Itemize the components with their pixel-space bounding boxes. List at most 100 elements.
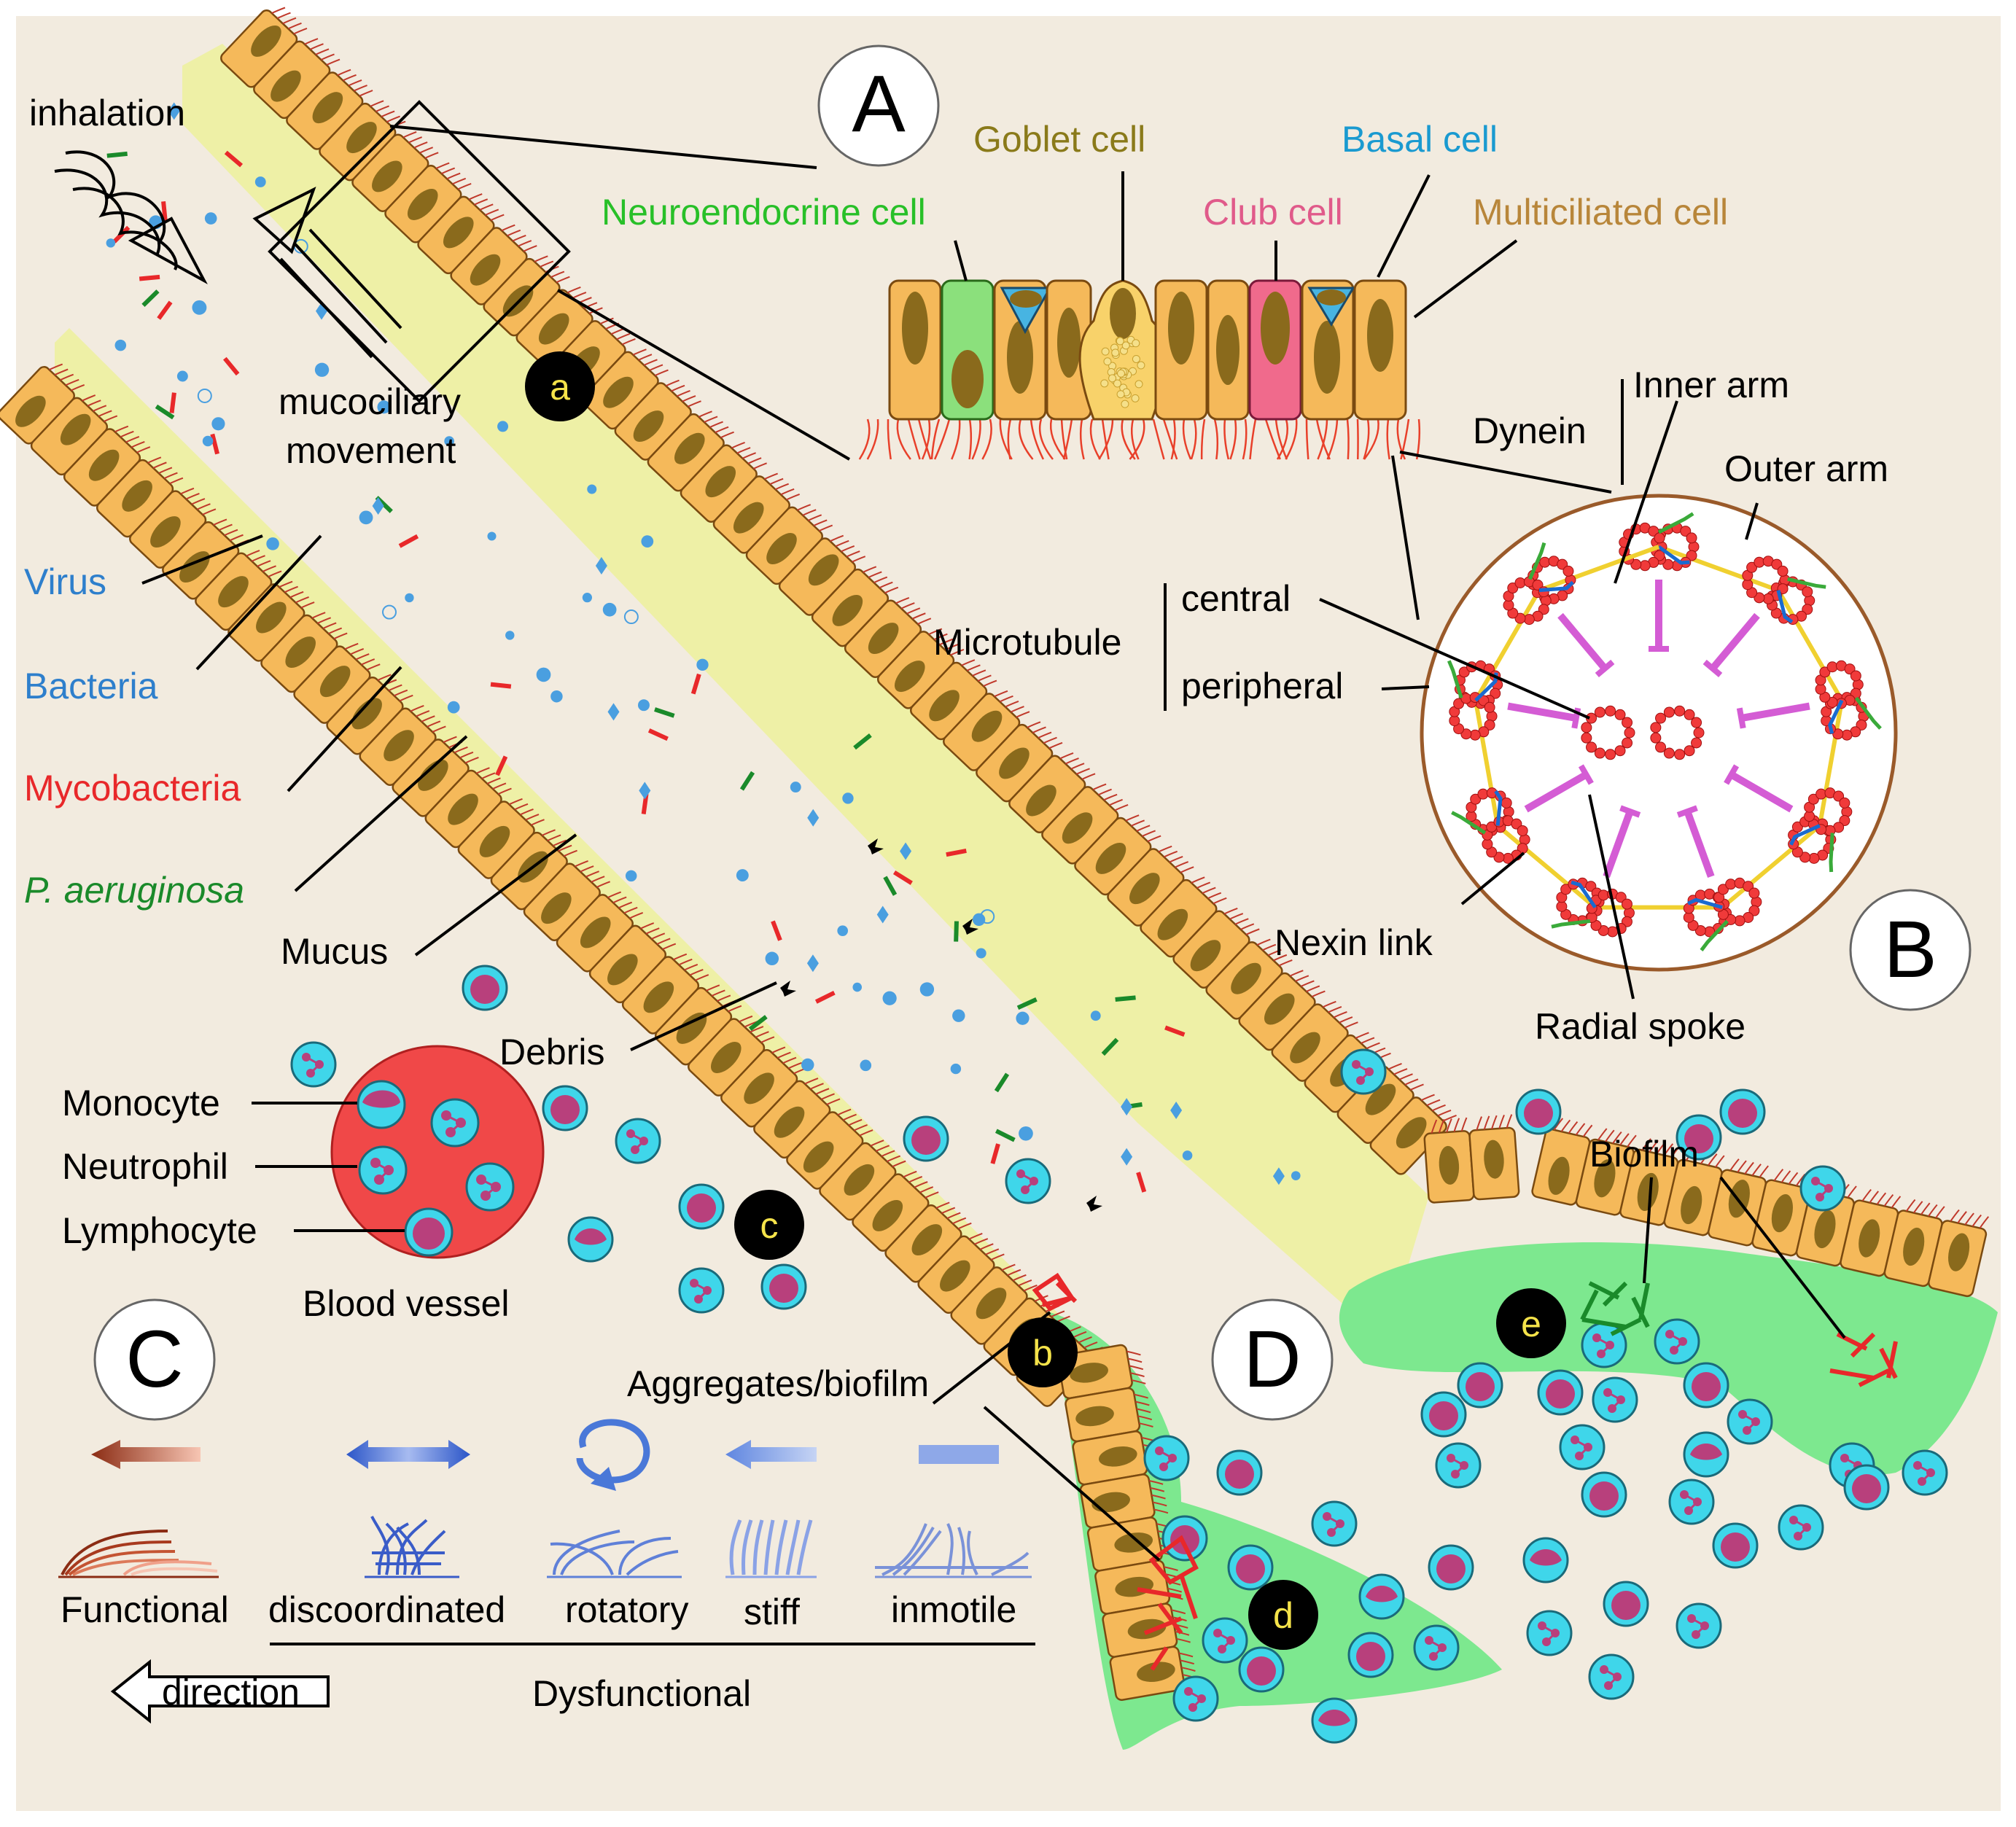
mycobacteria-icon: [771, 920, 782, 941]
epithelial-cell: [1072, 1430, 1161, 1486]
bacteria-icon: [842, 792, 854, 804]
lymphocyte-cell: [1676, 1114, 1722, 1161]
bacteria-icon: [444, 436, 454, 446]
label-p-aeruginosa: P. aeruginosa: [24, 870, 244, 911]
virus-icon: [595, 557, 607, 575]
bacteria-icon: [266, 537, 279, 550]
neutrophil-cell: [1778, 1504, 1824, 1551]
discoordinated-arrow-icon: [346, 1440, 470, 1469]
p-aeruginosa-icon: [155, 404, 175, 420]
virus-icon: [607, 703, 620, 721]
debris-icon: [962, 919, 978, 935]
label-neutrophil: Neutrophil: [62, 1146, 228, 1187]
epithelial-cell: [260, 612, 348, 693]
bacteria-icon: [860, 1059, 872, 1072]
label-monocyte: Monocyte: [62, 1083, 220, 1123]
epithelium-upper-wall: [220, 7, 1990, 1298]
virus-icon: [623, 609, 639, 625]
mycobacteria-icon: [814, 990, 836, 1004]
label-outer-arm: Outer arm: [1724, 448, 1888, 489]
epithelial-cell: [0, 363, 85, 445]
epithelial-cell: [1840, 1188, 1902, 1277]
neutrophil-cell: [1727, 1398, 1773, 1445]
mucus-layer-lower: [55, 328, 1123, 1385]
bacteria-icon: [359, 510, 373, 525]
cell-nucleus: [1367, 299, 1393, 372]
zoom-line-bottom: [556, 289, 851, 461]
panel-d-badge: D: [1211, 1298, 1334, 1421]
epithelial-cell: [392, 736, 479, 817]
doublet-microtubule: [1702, 556, 1844, 702]
p-aeruginosa-icon: [106, 151, 128, 158]
rotatory-arrowhead: [591, 1467, 616, 1491]
monocyte-cell: [1522, 1537, 1569, 1583]
neutrophil-cell: [1588, 1653, 1635, 1700]
epithelial-cell: [680, 441, 767, 523]
epithelial-cell: [1423, 1117, 1475, 1204]
marker-c: c: [734, 1190, 804, 1260]
left-leader-lines: [141, 534, 1161, 1562]
neutrophil-cell: [1143, 1435, 1190, 1481]
epithelial-cell: [1468, 1114, 1520, 1201]
bacteria-icon: [314, 362, 330, 377]
neutrophil-cell: [430, 1098, 480, 1148]
bacteria-icon: [447, 701, 460, 714]
svg-text:B: B: [1883, 905, 1937, 994]
panel-a-badge: A: [817, 44, 940, 167]
lymphocyte-cell: [1537, 1369, 1584, 1416]
label-club: Club cell: [1203, 192, 1343, 233]
epithelial-cell: [424, 767, 512, 849]
p-aeruginosa-icon: [141, 289, 160, 307]
neutrophil-cell: [1172, 1675, 1219, 1722]
cell-nucleus: [951, 350, 984, 408]
bacteria-icon: [505, 631, 515, 640]
doublet-microtubule: [1721, 764, 1853, 909]
cilia-fringe: [858, 418, 1421, 460]
mycobacteria-icon: [690, 673, 701, 695]
bacteria-icon: [602, 602, 617, 617]
label-inner-arm: Inner arm: [1633, 365, 1789, 405]
monocyte-cell: [567, 1216, 614, 1263]
label-multiciliated: Multiciliated cell: [1473, 192, 1728, 233]
neutrophil-cell: [1559, 1424, 1606, 1470]
bacteria-icon: [536, 667, 551, 682]
cell-nucleus: [1261, 292, 1290, 365]
pathogen-scatter: [106, 102, 1441, 1409]
zoom-line-top: [389, 125, 817, 169]
bacteria-icon: [952, 1009, 965, 1022]
label-stiff: stiff: [744, 1592, 800, 1632]
epithelial-cell: [1663, 1148, 1725, 1236]
p-aeruginosa-icon: [748, 1015, 768, 1032]
bacteria-icon: [1291, 1171, 1301, 1180]
epithelial-cell: [1008, 752, 1096, 834]
p-aeruginosa-icon: [883, 876, 898, 896]
epithelial-cell: [1041, 783, 1129, 865]
p-aeruginosa-icon: [1115, 995, 1136, 1002]
p-aeruginosa-icon: [1016, 997, 1038, 1010]
lymphocyte-cell: [1238, 1646, 1285, 1693]
lymphocyte-cell: [1457, 1362, 1503, 1409]
doublet-microtubule: [1496, 805, 1641, 938]
doublet-microtubule: [1447, 589, 1581, 741]
lymphocyte-cell: [760, 1263, 807, 1310]
mycobacteria-icon: [169, 392, 176, 413]
neutrophil-cell: [615, 1118, 661, 1164]
label-central: central: [1181, 578, 1291, 619]
bacteria-icon: [1019, 1126, 1033, 1141]
epithelial-cell: [1707, 1158, 1769, 1247]
epithelium-d-wall: [1056, 1344, 1199, 1701]
epithelial-cell: [1172, 908, 1260, 989]
neutrophil-cell: [1413, 1624, 1460, 1671]
epithelial-cell: [786, 1108, 873, 1190]
label-direction: direction: [162, 1672, 300, 1713]
direction-arrow-icon: [110, 1659, 330, 1724]
epithelial-cell: [588, 922, 677, 1004]
epithelial-cell: [457, 798, 545, 879]
lymphocyte-cell: [542, 1085, 588, 1131]
bacteria-icon: [1090, 1010, 1101, 1021]
svg-text:A: A: [852, 59, 906, 149]
panel-b-badge: B: [1849, 889, 1972, 1011]
label-rotatory: rotatory: [565, 1589, 689, 1630]
virus-icon: [900, 842, 912, 860]
epithelial-cell: [220, 7, 308, 88]
